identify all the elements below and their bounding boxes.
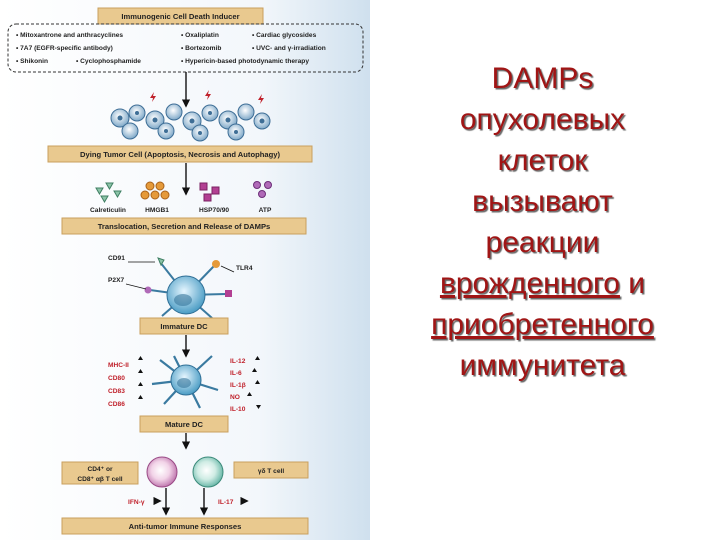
inducer-item: • Oxaliplatin xyxy=(181,32,219,39)
marker-label: CD86 xyxy=(108,401,125,408)
inducer-item: • Mitoxantrone and anthracyclines xyxy=(16,32,123,39)
inducer-item: • 7A7 (EGFR-specific antibody) xyxy=(16,45,113,52)
receptor-label: CD91 xyxy=(108,255,125,262)
inducer-item: • UVC- and γ-irradiation xyxy=(252,45,326,52)
inducer-item: • Cyclophosphamide xyxy=(76,58,141,65)
alpha-beta-tcell-icon xyxy=(146,456,178,488)
caption-line: реакции xyxy=(485,226,600,259)
receptor-label: P2X7 xyxy=(108,277,124,284)
alpha-beta-tcell-label: CD8⁺ αβ T cell xyxy=(77,476,122,483)
mature-dc-icon xyxy=(151,355,219,409)
dying-cell-label: Dying Tumor Cell (Apoptosis, Necrosis an… xyxy=(80,150,280,159)
inducer-item: • Shikonin xyxy=(16,58,48,65)
caption-line: врожденного и xyxy=(405,263,680,304)
dying-cell-box xyxy=(47,145,313,163)
damp-label: HSP70/90 xyxy=(199,207,229,214)
final-response-box xyxy=(61,517,309,535)
caption-underlined-word: приобретенного xyxy=(431,308,654,341)
marker-label: CD83 xyxy=(108,388,125,395)
caption-word: и xyxy=(619,267,646,300)
cytokine-marker: NO xyxy=(230,394,240,401)
marker-label: MHC-II xyxy=(108,362,129,369)
up-arrow-icon xyxy=(247,356,260,396)
damp-label: HMGB1 xyxy=(145,207,169,214)
cytokine-marker: IL-1β xyxy=(230,382,246,389)
gamma-delta-tcell-box xyxy=(233,461,309,479)
caption-line: опухолевых xyxy=(459,103,626,136)
immature-dc-label: Immature DC xyxy=(160,322,208,331)
gamma-delta-tcell-icon xyxy=(192,456,224,488)
translocation-label: Translocation, Secretion and Release of … xyxy=(98,222,271,231)
inducer-item: • Bortezomib xyxy=(181,45,221,52)
inducer-item: • Hypericin-based photodynamic therapy xyxy=(181,58,309,65)
inducer-item: • Cardiac glycosides xyxy=(252,32,317,39)
inducer-title: Immunogenic Cell Death Inducer xyxy=(121,12,239,21)
caption-line: иммунитета xyxy=(459,349,626,382)
immature-dc-box xyxy=(139,317,229,335)
calreticulin-icon xyxy=(95,182,122,203)
hsp-icon xyxy=(199,182,220,202)
immature-dc-icon xyxy=(144,257,232,319)
caption-line: DAMPs xyxy=(491,62,594,95)
damp-label: Calreticulin xyxy=(90,207,126,214)
receptor-label: TLR4 xyxy=(236,265,253,272)
inducer-title-box xyxy=(97,7,264,25)
mature-dc-box xyxy=(139,415,229,433)
mature-dc-label: Mature DC xyxy=(165,420,203,429)
marker-label: CD80 xyxy=(108,375,125,382)
final-response-label: Anti-tumor Immune Responses xyxy=(129,522,242,531)
caption-line: приобретенного xyxy=(405,304,680,345)
caption-line: вызывают xyxy=(472,185,613,218)
atp-icon xyxy=(253,181,272,198)
lightning-icon xyxy=(150,90,264,104)
down-arrow-icon xyxy=(256,405,261,409)
diagram-background xyxy=(0,0,370,540)
translocation-box xyxy=(61,217,307,235)
caption-line: клеток xyxy=(497,144,588,177)
cytokine-marker: IL-6 xyxy=(230,370,242,377)
caption-underlined-word: врожденного xyxy=(439,267,620,300)
hmgb1-icon xyxy=(140,181,170,200)
damp-label: ATP xyxy=(259,207,272,214)
icd-pathway-diagram: Immunogenic Cell Death Inducer • Mitoxan… xyxy=(0,0,370,540)
alpha-beta-tcell-box xyxy=(61,461,139,485)
cytokine-marker: IL-10 xyxy=(230,406,246,413)
il17-label: IL-17 xyxy=(218,499,234,506)
alpha-beta-tcell-label: CD4⁺ or xyxy=(87,466,113,473)
gamma-delta-tcell-label: γδ T cell xyxy=(258,468,285,475)
cytokine-marker: IL-12 xyxy=(230,358,246,365)
ifn-gamma-label: IFN-γ xyxy=(128,499,145,506)
slide-caption: DAMPs опухолевых клеток вызывают реакции… xyxy=(405,58,680,386)
up-arrow-icon xyxy=(138,356,143,399)
